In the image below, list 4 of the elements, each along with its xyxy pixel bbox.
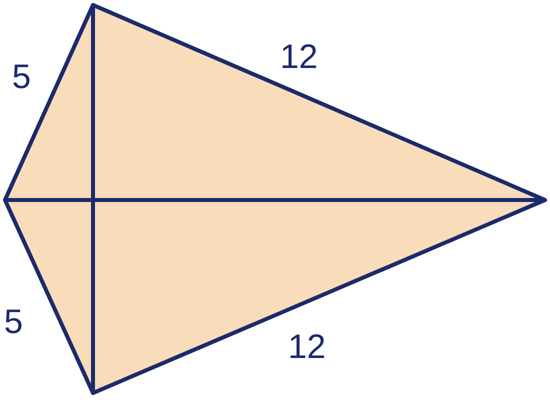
- side-length-label: 5: [12, 60, 31, 94]
- side-length-label: 5: [4, 305, 23, 339]
- side-length-label: 12: [280, 40, 318, 74]
- side-length-label: 12: [288, 330, 326, 364]
